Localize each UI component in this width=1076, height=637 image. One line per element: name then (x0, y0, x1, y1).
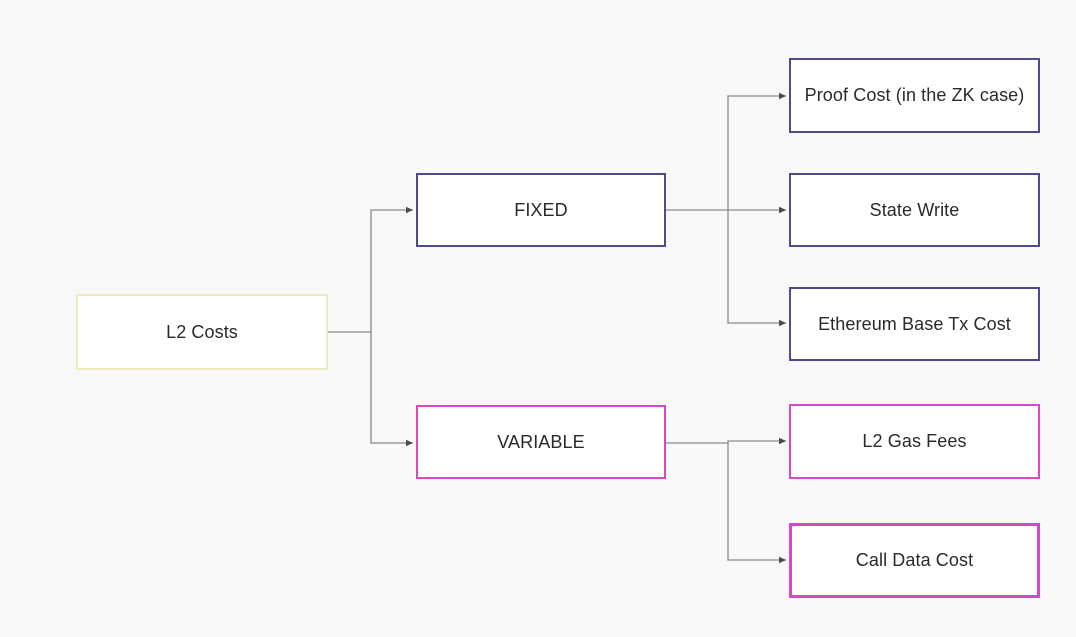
node-l2-costs: L2 Costs (76, 294, 328, 370)
connector-fixed-ethereum (727, 210, 786, 327)
node-call-data-cost: Call Data Cost (789, 523, 1040, 598)
node-label: L2 Costs (166, 321, 238, 342)
node-fixed: FIXED (416, 173, 666, 247)
node-label: Proof Cost (in the ZK case) (804, 85, 1025, 105)
connector-variable-gas (666, 437, 786, 445)
connector-root-fixed (328, 206, 413, 333)
node-label: VARIABLE (497, 431, 585, 452)
node-l2-gas-fees: L2 Gas Fees (789, 404, 1040, 479)
node-ethereum-base-tx-cost: Ethereum Base Tx Cost (789, 287, 1040, 361)
node-label: State Write (869, 199, 960, 220)
node-label: L2 Gas Fees (862, 431, 967, 451)
node-proof-cost: Proof Cost (in the ZK case) (789, 58, 1040, 133)
node-variable: VARIABLE (416, 405, 666, 479)
connector-variable-calldata (727, 443, 786, 564)
node-label: FIXED (514, 199, 568, 220)
node-state-write: State Write (789, 173, 1040, 247)
node-label: Call Data Cost (855, 550, 974, 570)
node-label: Ethereum Base Tx Cost (818, 313, 1011, 334)
connector-fixed-proof (666, 92, 786, 211)
connector-root-variable (370, 332, 413, 447)
